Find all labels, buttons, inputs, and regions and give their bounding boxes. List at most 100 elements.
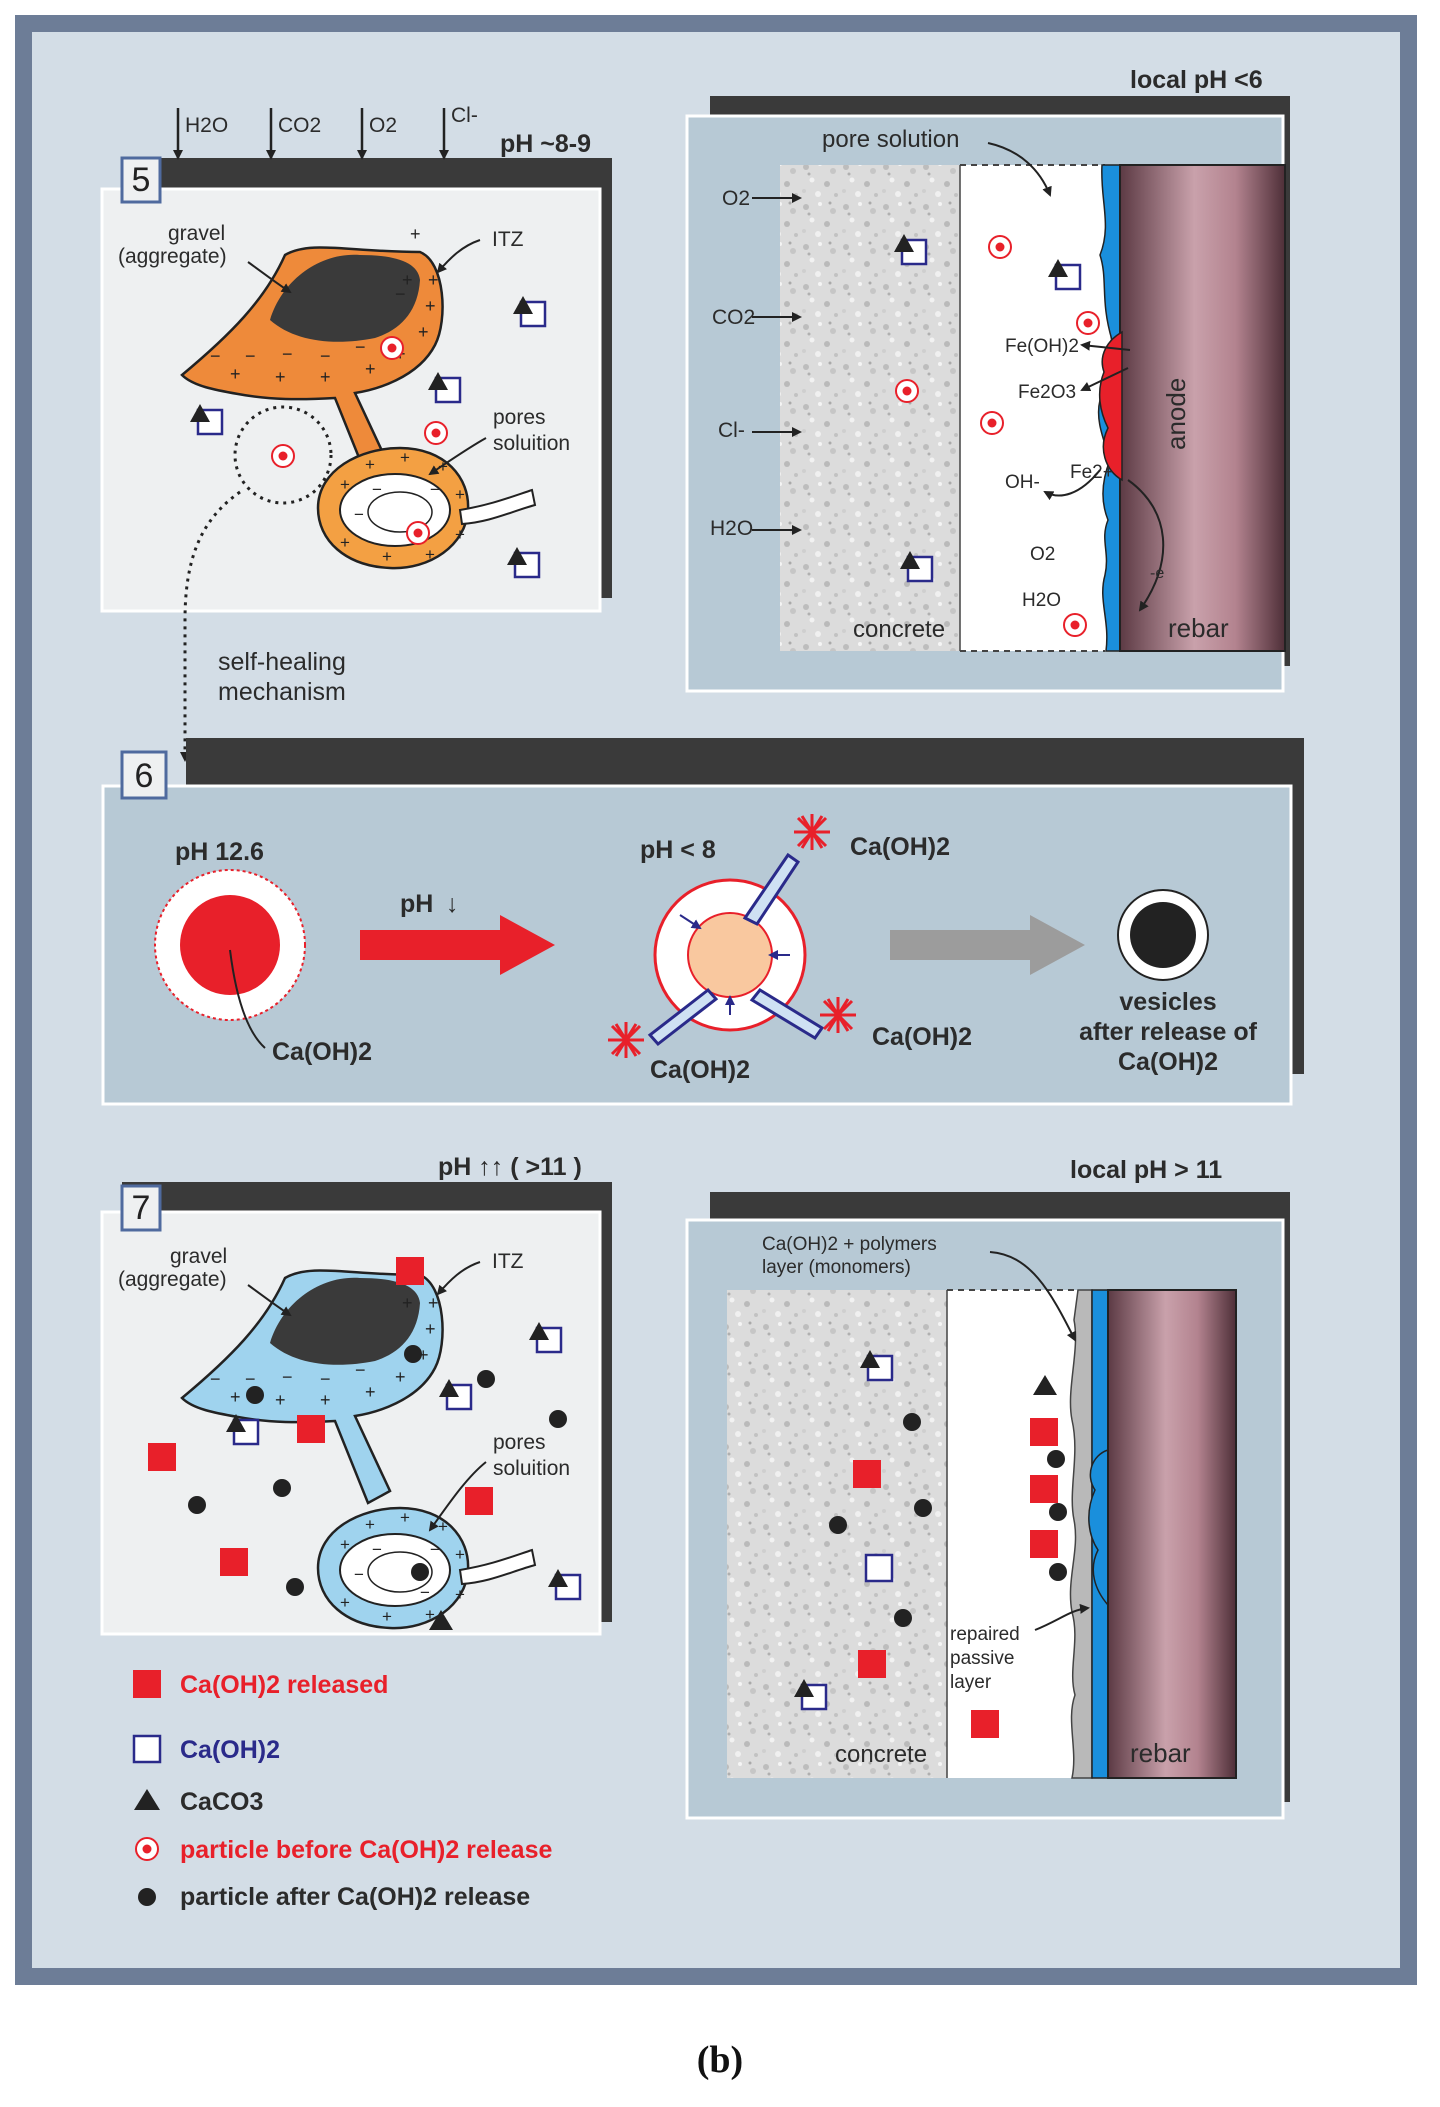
legend-label-released: Ca(OH)2 released	[180, 1671, 388, 1699]
svg-text:+: +	[425, 1319, 436, 1339]
itz-label: ITZ	[492, 228, 524, 251]
legend-black-dot	[138, 1888, 156, 1906]
svg-text:+: +	[418, 1345, 429, 1365]
gravel-aggregate-7	[270, 1277, 420, 1365]
itz-label-7: ITZ	[492, 1250, 524, 1273]
svg-text:+: +	[402, 270, 413, 290]
legend-red-square	[133, 1670, 161, 1698]
rebar-label-7: rebar	[1130, 1738, 1191, 1768]
gas-h2o: H2O	[185, 114, 228, 137]
svg-text:−: −	[245, 346, 256, 366]
svg-text:−: −	[210, 1369, 221, 1389]
svg-text:+: +	[365, 1382, 376, 1402]
svg-text:−: −	[430, 1540, 440, 1559]
svg-text:+: +	[340, 1593, 350, 1612]
svg-text:+: +	[438, 457, 448, 476]
co2-label: CO2	[712, 306, 755, 329]
svg-text:+: +	[320, 367, 331, 387]
svg-text:+: +	[455, 525, 465, 544]
svg-text:+: +	[402, 1293, 413, 1313]
ph-12-6-label: pH 12.6	[175, 838, 264, 866]
repaired-label-1: repaired	[950, 1624, 1020, 1645]
vesicle-core	[180, 895, 280, 995]
panel5-ph: pH ~8-9	[500, 130, 591, 158]
svg-text:+: +	[455, 1545, 465, 1564]
svg-text:−: −	[320, 346, 331, 366]
gas-o2: O2	[369, 114, 397, 137]
self-healing-connector	[180, 490, 241, 762]
svg-text:+: +	[425, 1605, 435, 1624]
svg-text:−: −	[395, 284, 406, 304]
polymer-layer-label-1: Ca(OH)2 + polymers	[762, 1234, 937, 1255]
svg-text:+: +	[410, 224, 421, 244]
particle-before-release	[980, 411, 1004, 435]
particle-before-release	[1076, 311, 1100, 335]
svg-text:−: −	[372, 480, 382, 499]
svg-text:+: +	[428, 1293, 439, 1313]
svg-text:+: +	[428, 270, 439, 290]
svg-text:+: +	[365, 359, 376, 379]
svg-text:−: −	[354, 1565, 364, 1584]
released-caoh2-label-bottom: Ca(OH)2	[650, 1056, 750, 1084]
rebar-core-7	[1107, 1289, 1237, 1779]
particle-before-release	[406, 521, 430, 545]
polymer-layer-label-2: layer (monomers)	[762, 1257, 911, 1278]
legend-label-after: particle after Ca(OH)2 release	[180, 1883, 530, 1911]
svg-text:+: +	[382, 547, 392, 566]
empty-vesicle-core	[1130, 902, 1196, 968]
electron-label: -e	[1150, 565, 1164, 582]
svg-text:+: +	[340, 533, 350, 552]
corrosion-panel: local pH <6 pore solution O2 CO2 Cl- H2O…	[685, 66, 1290, 693]
feoh2-label: Fe(OH)2	[1005, 336, 1079, 357]
vesicles-label-3: Ca(OH)2	[1118, 1048, 1218, 1076]
gas-cl: Cl-	[451, 104, 478, 127]
repaired-passive-layer	[1088, 1448, 1109, 1608]
release-channels	[647, 852, 825, 1047]
particle-before-release	[895, 379, 919, 403]
particle-before-release	[380, 336, 404, 360]
panel-5: 5 H2O CO2 O2 Cl- pH ~8-9 +++ +++ +++ −−−…	[100, 104, 612, 762]
process-arrow-gray	[890, 915, 1085, 975]
h2o-label: H2O	[710, 517, 753, 540]
released-caoh2-burst	[818, 995, 858, 1035]
legend-label-before: particle before Ca(OH)2 release	[180, 1836, 552, 1864]
anode-pit	[1098, 330, 1123, 482]
gas-co2: CO2	[278, 114, 321, 137]
panel-number-7: 7	[132, 1189, 151, 1227]
svg-text:+: +	[340, 475, 350, 494]
svg-text:−: −	[210, 346, 221, 366]
pore-tail	[458, 488, 537, 526]
aggregate-label: (aggregate)	[118, 245, 227, 268]
pore-solution-label: pore solution	[822, 126, 959, 153]
vesicle-caoh2-label: Ca(OH)2	[272, 1038, 372, 1066]
legend-label-caoh2: Ca(OH)2	[180, 1736, 280, 1764]
panel-number-6: 6	[135, 757, 154, 795]
particle-before-release	[424, 421, 448, 445]
pores-label: pores	[493, 406, 546, 429]
self-healing-zone	[233, 405, 333, 505]
svg-text:+: +	[455, 485, 465, 504]
gravel-aggregate	[270, 254, 420, 342]
o2b-label: O2	[1030, 544, 1055, 565]
svg-text:+: +	[438, 1517, 448, 1536]
solution-label-7: soluition	[493, 1457, 570, 1480]
legend: Ca(OH)2 released Ca(OH)2 CaCO3 particle …	[132, 1670, 552, 1911]
self-healing-label-1: self-healing	[218, 648, 346, 676]
panel-7: 7 pH ↑↑ ( >11 ) +++ +++ +++ −−− −− +++ +…	[100, 1153, 612, 1636]
legend-red-ring	[135, 1837, 159, 1861]
svg-text:+: +	[365, 455, 375, 474]
gas-arrows	[173, 108, 449, 160]
panel7-particles	[148, 1257, 567, 1630]
gravel-label-7: gravel	[170, 1245, 227, 1268]
panel7-ph: pH ↑↑ ( >11 )	[438, 1153, 582, 1181]
panel-6: 6 pH 12.6 Ca(OH)2 pH ↓ pH < 8 Ca(OH)2 Ca…	[101, 738, 1304, 1106]
svg-text:+: +	[418, 322, 429, 342]
oh-label: OH-	[1005, 472, 1040, 493]
itz-charges-7: +++ +++ +++ −−− −−	[210, 1293, 439, 1410]
svg-text:+: +	[340, 1535, 350, 1554]
svg-text:−: −	[355, 1360, 366, 1380]
concrete-label: concrete	[853, 616, 945, 643]
cl-label: Cl-	[718, 419, 745, 442]
anode-label: anode	[1161, 378, 1191, 450]
